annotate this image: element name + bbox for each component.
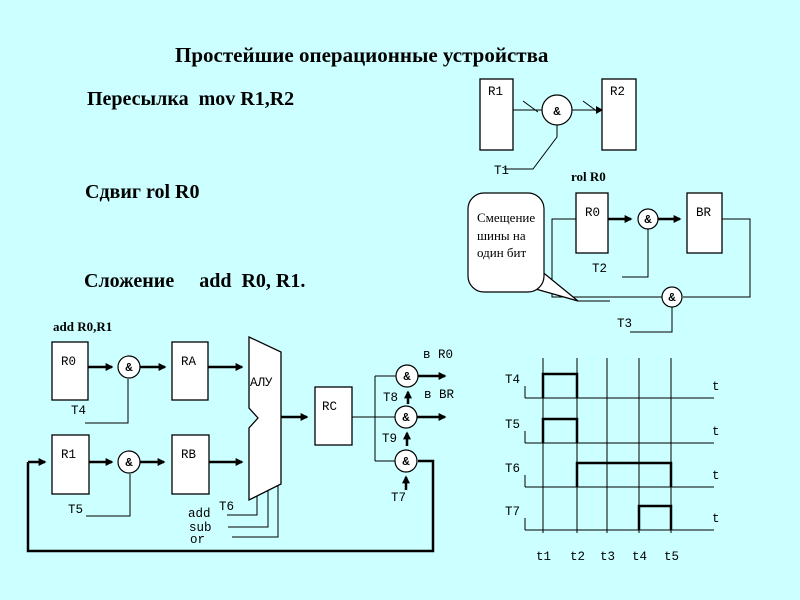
feedback-wire [26,459,435,553]
control-t5-label: T5 [68,503,83,517]
op-wire-sub [228,490,269,528]
register-rb-box [171,434,210,495]
timing-tick-label-t3: t3 [600,550,615,564]
and-gate-label: & [125,361,133,375]
alu-op-add: add [188,507,211,521]
rol-caption: rol R0 [571,169,606,184]
bubble-text-1: Смещение [477,210,535,225]
and-gate [541,94,573,126]
timing-axis-t-label: t [712,380,720,394]
register-r2-label: R2 [610,85,625,99]
bubble-text-2: шины на [477,228,526,243]
timing-axis-t-label: t [712,469,720,483]
control-t3-label: T3 [617,317,632,331]
and-gate-label: & [402,455,410,469]
timing-pulse-T7 [637,504,673,530]
mov-diagram: & R1 R2 T1 rol R0 [479,78,637,184]
timing-pulse-T4 [541,372,579,398]
add-diagram: add R0,R1 & & АЛУ [26,319,455,553]
and-gate-label: & [668,291,676,305]
output-to-r0-label: в R0 [423,348,453,362]
bubble-text-3: один бит [477,245,526,260]
rol-diagram: Смещение шины на один бит & & R0 BR T2 T… [467,192,751,333]
register-r0-label: R0 [585,206,600,220]
control-t7-label: T7 [391,491,406,505]
alu-label: АЛУ [250,376,273,390]
rc-output-wires [352,375,396,462]
and-gate-label: & [125,456,133,470]
and-gate-label: & [403,370,411,384]
control-t1-label: T1 [494,164,509,178]
register-r1-label: R1 [488,85,503,99]
and-gate [117,355,141,379]
alu-op-or: or [190,533,205,547]
register-rc-box [314,386,353,446]
timing-tick-label-t4: t4 [632,550,647,564]
control-t2-label: T2 [592,262,607,276]
register-r0-label: R0 [61,355,76,369]
and-gate-label: & [644,213,652,227]
register-r0-box [51,341,89,401]
control-wire-t3 [630,307,673,333]
speech-bubble [467,192,545,293]
heading-mov: Пересылка mov R1,R2 [87,88,295,110]
and-gate [394,449,418,473]
register-br-box [686,192,723,254]
timing-tick-label-t5: t5 [664,550,679,564]
bus-slash [582,100,599,113]
timing-signal-label-T6: T6 [505,462,520,476]
control-t6-label: T6 [219,500,234,514]
timing-tick-label-t2: t2 [570,550,585,564]
control-wire-t4 [85,379,129,424]
control-wire-t5 [86,474,131,517]
timing-signal-label-T7: T7 [505,505,520,519]
register-r2-box [601,78,637,151]
register-br-label: BR [696,206,712,220]
bus-slash [522,100,539,113]
register-r1-label: R1 [61,448,76,462]
timing-signal-label-T5: T5 [505,418,520,432]
and-gate-label: & [402,411,410,425]
register-r1-box [479,78,514,151]
timing-axis-t-label: t [712,512,720,526]
control-wire-t1 [504,125,558,170]
timing-pulse-T6 [575,461,673,487]
heading-rol: Сдвиг rol R0 [85,181,200,203]
and-gate [117,450,141,474]
feedback-wire-right [683,218,751,298]
output-to-br-label: в BR [424,388,455,402]
timing-signal-label-T4: T4 [505,373,520,387]
timing-axis-t-label: t [712,425,720,439]
alu-op-sub: sub [189,521,212,535]
register-r0-box [575,192,609,254]
control-t9-label: T9 [382,432,397,446]
register-ra-label: RA [181,355,197,369]
control-t8-label: T8 [383,391,398,405]
timing-pulse-T5 [541,417,579,443]
op-wire-add [227,496,258,516]
slide-title: Простейшие операционные устройства [175,43,549,67]
heading-add: Сложение add R0, R1. [84,270,306,292]
alu-shape [248,335,282,502]
register-r1-box [51,434,90,495]
control-t4-label: T4 [71,404,86,418]
control-wire-t2 [622,229,649,278]
register-rc-label: RC [322,400,337,414]
register-ra-box [171,341,209,401]
and-gate-label: & [553,105,561,119]
op-wire-or [232,485,279,538]
register-rb-label: RB [181,448,197,462]
timing-tick-label-t1: t1 [536,550,551,564]
feedback-wire-left [551,218,662,298]
add-caption: add R0,R1 [53,319,112,334]
